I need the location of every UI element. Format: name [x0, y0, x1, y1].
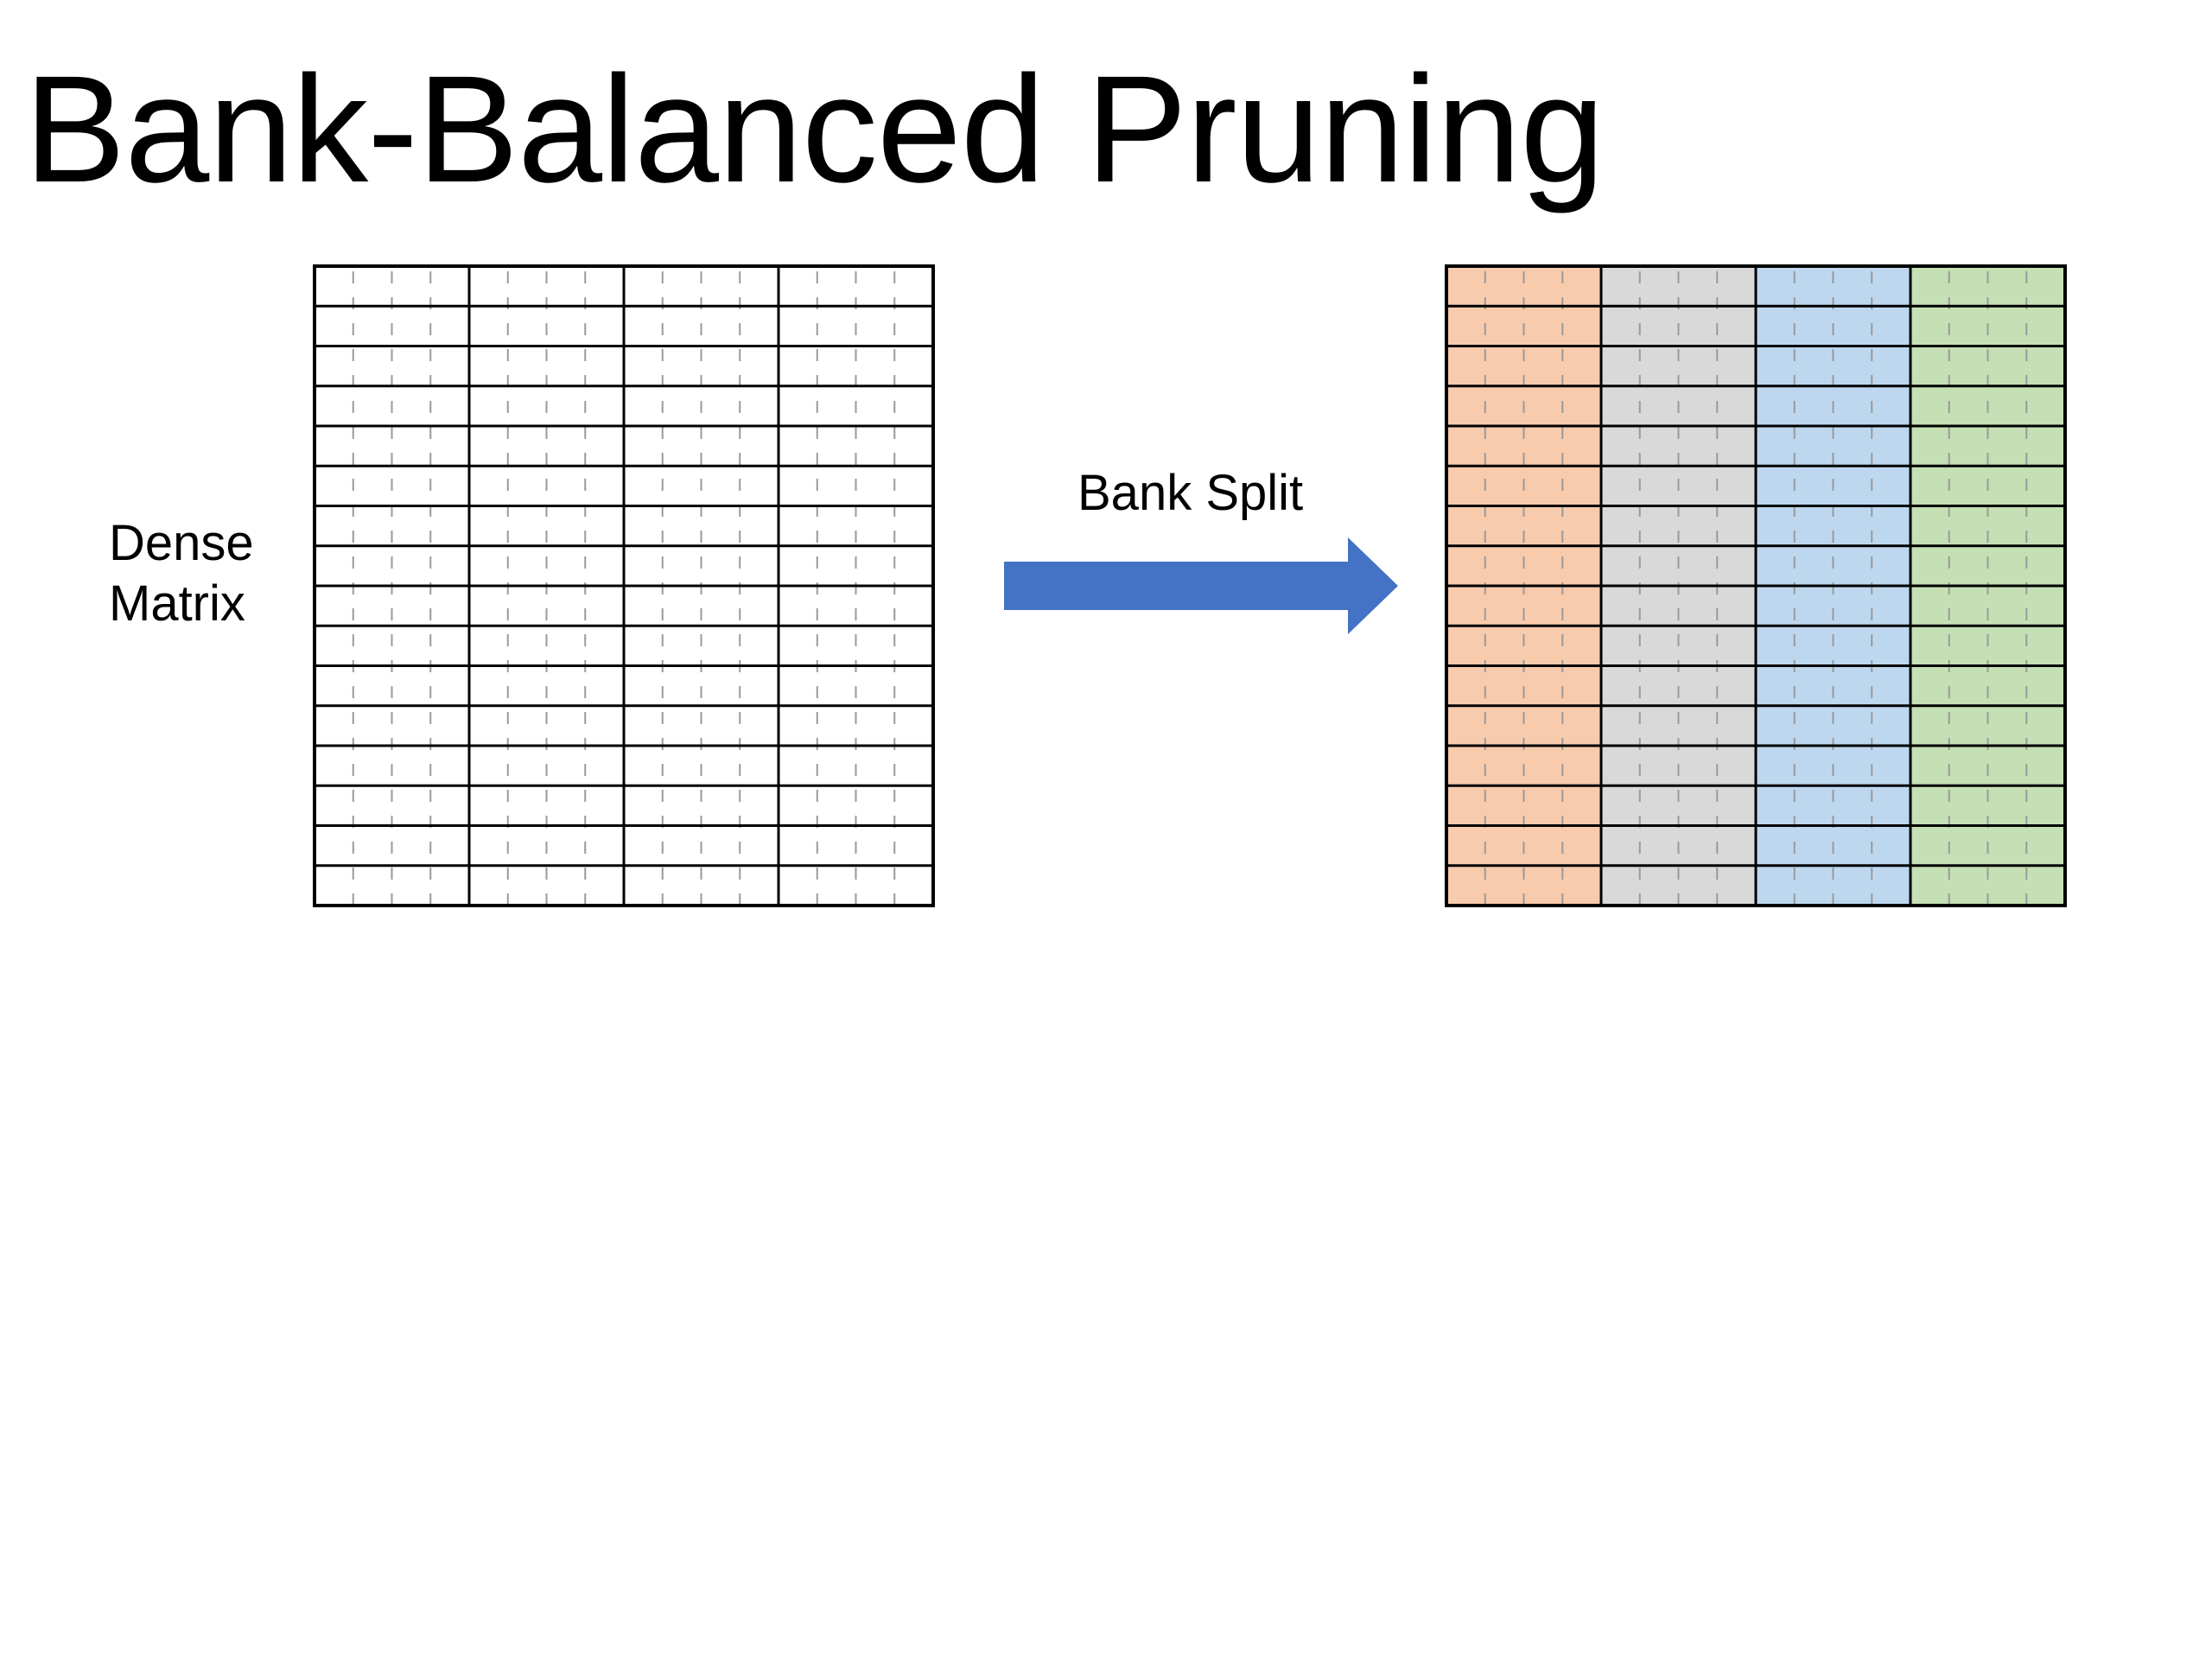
bank-split-matrix — [1445, 264, 2067, 907]
bank-split-label: Bank Split — [1077, 465, 1304, 521]
dense-matrix — [313, 264, 935, 907]
matrix-border — [1445, 264, 2067, 907]
dense-matrix-label: Dense Matrix — [109, 513, 254, 634]
slide-title: Bank-Balanced Pruning — [24, 45, 1605, 214]
bank-split-arrow — [1004, 537, 1398, 634]
dense-matrix-label-line-2: Matrix — [109, 575, 245, 632]
dense-matrix-label-line-1: Dense — [109, 515, 254, 571]
matrix-border — [313, 264, 935, 907]
arrow-shape — [1004, 537, 1398, 634]
